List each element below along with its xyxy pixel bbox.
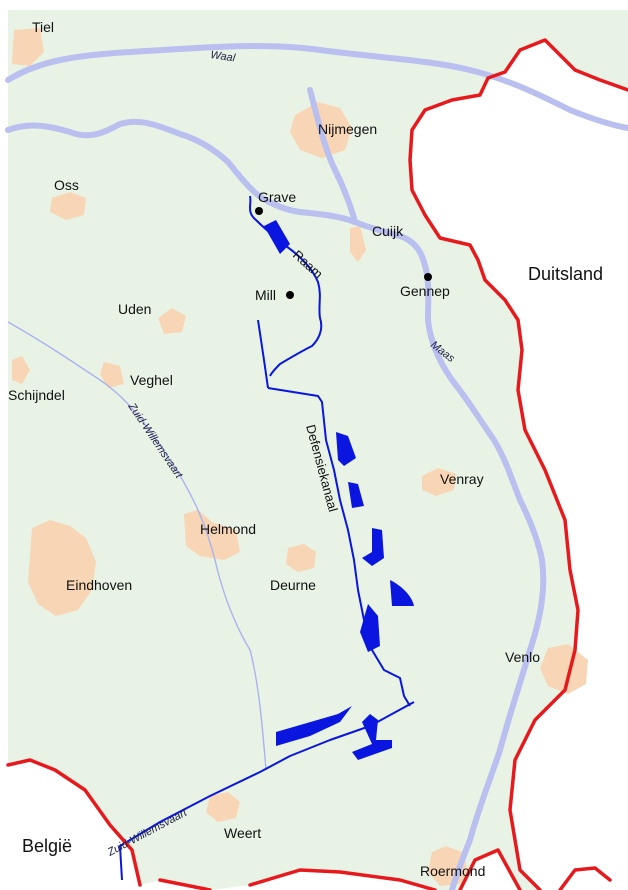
urban-venlo — [540, 644, 588, 694]
town-dots — [255, 207, 432, 299]
label-grave: Grave — [258, 189, 296, 205]
label-mill: Mill — [255, 287, 276, 303]
waal-river — [5, 43, 628, 131]
belgium-land — [0, 760, 140, 890]
rivers — [5, 43, 628, 890]
maas-river-north-arm — [5, 118, 547, 890]
urban-eindhoven — [28, 520, 96, 616]
urban-tiel — [12, 28, 44, 66]
urban-venray — [422, 468, 456, 496]
country-border — [6, 38, 628, 890]
defensiekanaal-network — [119, 195, 415, 881]
label-deurne: Deurne — [270, 577, 316, 593]
defense-canal-branch — [257, 319, 269, 389]
urban-deurne — [286, 544, 316, 572]
inundation-grave — [264, 220, 290, 254]
label-roermond: Roermond — [420, 863, 485, 879]
inundation-3 — [362, 528, 384, 566]
label-veghel: Veghel — [130, 372, 173, 388]
inundation-1 — [336, 432, 356, 466]
urban-schijndel — [12, 356, 30, 384]
inundation-2 — [348, 482, 364, 508]
maas-link-to-waal — [307, 87, 358, 225]
label-duitsland: Duitsland — [528, 264, 603, 284]
inundation-4 — [390, 580, 414, 606]
zuid-willemsvaart-canal — [7, 321, 267, 771]
gennep-dot — [424, 273, 432, 281]
label-gennep: Gennep — [400, 283, 450, 299]
urban-uden — [158, 308, 186, 334]
zuid-willemsvaart-south-canal — [119, 701, 415, 881]
label-weert: Weert — [224, 825, 261, 841]
inundation-6 — [276, 706, 352, 746]
urban-oss — [50, 192, 86, 220]
label-oss: Oss — [54, 177, 79, 193]
urban-helmond — [184, 510, 240, 560]
defense-canal-main — [267, 387, 411, 707]
urban-cuijk — [350, 226, 366, 262]
label-eindhoven: Eindhoven — [66, 577, 132, 593]
label-venlo: Venlo — [505, 649, 540, 665]
urban-weert — [206, 792, 240, 822]
label-cuijk: Cuijk — [372, 223, 404, 239]
label-uden: Uden — [118, 301, 151, 317]
inundation-fields — [264, 220, 414, 760]
label-venray: Venray — [440, 471, 484, 487]
inundation-7 — [352, 714, 392, 760]
grave-dot — [255, 207, 263, 215]
label-tiel: Tiel — [32, 19, 54, 35]
label-helmond: Helmond — [200, 521, 256, 537]
label-schijndel: Schijndel — [8, 387, 65, 403]
urban-veghel — [100, 362, 124, 388]
raam-stream — [249, 195, 323, 377]
mill-dot — [286, 291, 294, 299]
label-nijmegen: Nijmegen — [318, 121, 377, 137]
town-labels: Tiel Nijmegen Oss Grave Cuijk Mill Genne… — [8, 19, 540, 879]
label-waal: Waal — [210, 49, 237, 64]
label-belgie: België — [22, 836, 72, 856]
inundation-5 — [360, 604, 380, 652]
